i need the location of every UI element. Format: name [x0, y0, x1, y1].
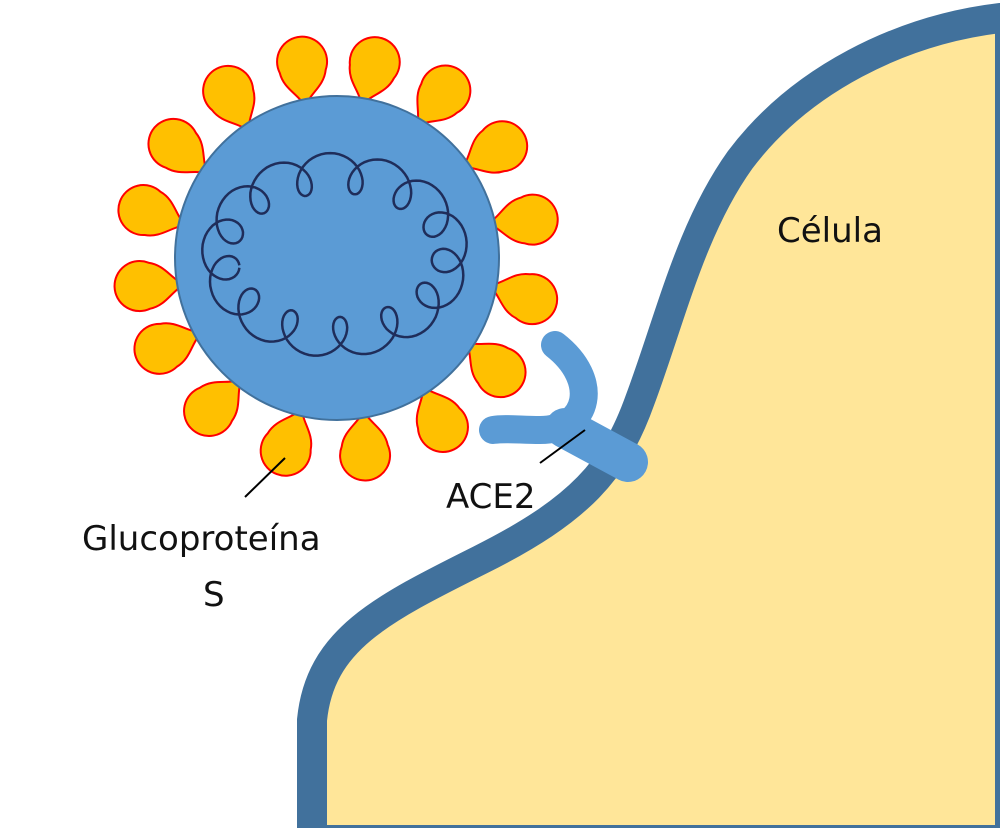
- spike-5: [484, 193, 559, 246]
- spike-8: [415, 383, 469, 453]
- spike-label-s: S: [203, 575, 225, 615]
- cell-label: Célula: [777, 211, 883, 251]
- spike-15: [147, 117, 211, 177]
- spike-16: [202, 64, 256, 135]
- spike-label: Glucoproteína: [82, 519, 321, 559]
- spike-1: [276, 35, 329, 110]
- spike-glycoproteins: [113, 35, 559, 482]
- spike-3: [414, 64, 472, 129]
- spike-11: [183, 376, 245, 437]
- spike-2: [348, 36, 401, 109]
- ace2-leader-line: [539, 429, 586, 464]
- cell: [297, 3, 1000, 828]
- spike-12: [133, 322, 205, 375]
- spike-9: [339, 407, 392, 482]
- spike-10: [259, 405, 313, 477]
- spike-7: [463, 339, 527, 399]
- ace2-label: ACE2: [446, 477, 536, 517]
- ace2-receptor: [479, 331, 648, 482]
- spike-6: [486, 273, 559, 326]
- spike-13: [113, 260, 188, 313]
- spike-4: [459, 120, 529, 174]
- spike-14: [117, 184, 189, 237]
- rna-strand: [201, 151, 468, 357]
- spike-leader-line: [244, 457, 286, 498]
